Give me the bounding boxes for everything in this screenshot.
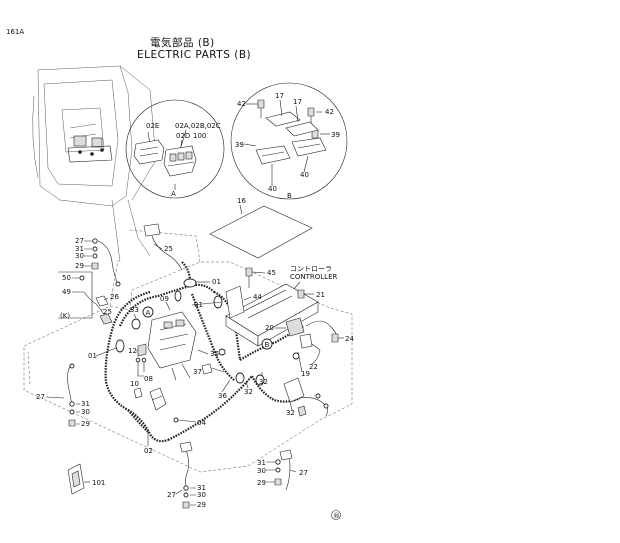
callout-02: 02 [144,447,153,455]
controller-group: コントローラ CONTROLLER 45 44 20 B 21 24 [225,265,354,378]
callout-01-mid: 01 [194,301,203,309]
callout-20: 20 [265,324,274,332]
callout-10: 10 [130,380,139,388]
bracket-k-group: 50 49 (K) 26 [58,271,119,325]
callout-27-bottom: 27 [167,491,176,499]
title-japanese: 電気部品 (B) [150,36,215,49]
callout-32-c: 32 [286,409,295,417]
callout-29-upper: 29 [75,262,84,270]
bracket-k-label: (K) [60,312,70,320]
clamp-25-lower: 25 [103,308,112,316]
callout-27-lower: 27 [36,393,45,401]
callout-31-upper: 31 [75,245,84,253]
callout-29-lower: 29 [81,420,90,428]
callout-27-right: 27 [299,469,308,477]
callout-29-bottom: 29 [197,501,206,509]
callout-32-a: 32 [244,388,253,396]
callout-31-bottom: 31 [197,484,206,492]
callout-27-upper: 27 [75,237,84,245]
view-a-marker: A [146,309,151,317]
copyright-mark: ® [331,510,341,520]
callout-39-left: 39 [235,141,244,149]
callout-16: 16 [237,197,246,205]
callout-35: 35 [210,350,219,358]
callout-01-upper: 01 [212,278,221,286]
callout-24: 24 [345,335,354,343]
callout-40-left: 40 [268,185,277,193]
callout-22: 22 [309,363,318,371]
part-101: 101 [67,463,105,495]
clamp-group-upper-left: 27 31 30 29 25 [75,223,183,287]
callout-17-a: 17 [275,92,284,100]
callout-21: 21 [316,291,325,299]
harness-02-04: 02 04 [127,409,206,455]
callout-31-right: 31 [257,459,266,467]
callout-30-upper: 30 [75,252,84,260]
callout-31-lower: 31 [81,400,90,408]
controller-label-en: CONTROLLER [290,273,338,281]
detail-view-b: 42 17 17 42 39 39 40 40 B [230,82,348,200]
clamp-group-lower-left: 27 31 30 29 [36,363,90,428]
callout-08: 08 [144,375,153,383]
callout-09: 09 [160,295,169,303]
panel-16: 16 [209,197,313,259]
callout-02d: 02D [176,132,190,140]
callout-25-lower: 25 [103,308,112,316]
callout-36: 36 [218,392,227,400]
callout-30-right: 30 [257,467,266,475]
clamp-group-bottom-right: 31 30 29 27 [257,449,308,491]
title-english: ELECTRIC PARTS (B) [137,49,251,61]
callout-30-lower: 30 [81,408,90,416]
callout-49: 49 [62,288,71,296]
relay-block: A 12 08 10 35 37 [128,306,226,411]
copyright-mark-text: ® [333,512,340,520]
callout-33: 33 [130,306,139,314]
callout-01-lower: 01 [88,352,97,360]
page-number: 161A [6,28,24,36]
callout-12: 12 [128,347,137,355]
callout-45: 45 [267,269,276,277]
view-b-marker: B [265,341,270,349]
clamp-group-bottom-center: 31 30 29 27 [167,441,206,509]
callout-26: 26 [110,293,119,301]
callout-32-b: 32 [259,378,268,386]
main-harness: 01 01 01 09 33 [88,261,305,443]
callout-17-b: 17 [293,98,302,106]
callout-25-upper: 25 [164,245,173,253]
callout-50: 50 [62,274,71,282]
callout-39-right: 39 [331,131,340,139]
callout-44: 44 [253,293,262,301]
detail-view-a: 02E 02A,02B,02C 02D 100 A [125,99,225,199]
clamp-group-32: 36 32 32 32 [218,372,329,417]
callout-04: 04 [197,419,206,427]
callout-40-right: 40 [300,171,309,179]
callout-101: 101 [92,479,105,487]
callout-02abc: 02A,02B,02C [175,122,221,130]
callout-100: 100 [193,132,206,140]
view-a-label-inner: A [171,190,176,198]
callout-19: 19 [301,370,310,378]
callout-02e: 02E [146,122,159,130]
callout-42-left: 42 [237,100,246,108]
view-b-label-inner: B [287,192,292,200]
callout-29-right: 29 [257,479,266,487]
callout-30-bottom: 30 [197,491,206,499]
cab-outline [32,65,157,263]
callout-42-right: 42 [325,108,334,116]
controller-label-jp: コントローラ [290,265,332,273]
callout-37: 37 [193,368,202,376]
